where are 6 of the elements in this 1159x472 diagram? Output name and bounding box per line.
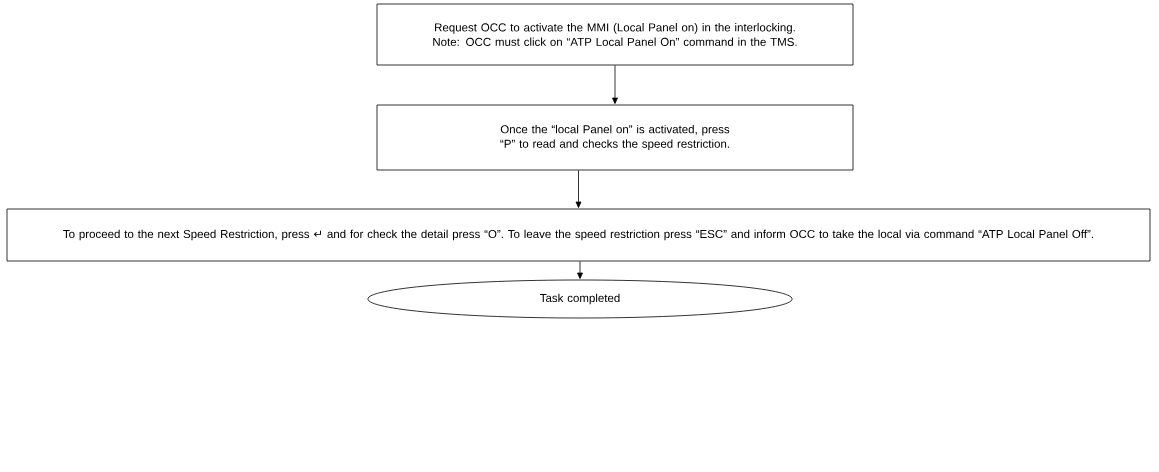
process-box: To proceed to the next Speed Restriction, press ↵ and for check the detail press “O”. To leave the speed restriction press “ESC” and inform OCC to take the local via command “ATP Local Panel Off”. — [6, 208, 1151, 262]
process-box: Once the “local Panel on” is activated, press “P” to read and checks the speed restriction. — [376, 104, 854, 171]
arrow — [612, 65, 618, 104]
process-box: Request OCC to activate the MMI (Local Panel on) in the interlocking. Note: OCC must click on “ATP Local Panel On” command in the TMS. — [376, 3, 854, 66]
arrow — [575, 170, 582, 208]
arrow — [577, 261, 583, 279]
